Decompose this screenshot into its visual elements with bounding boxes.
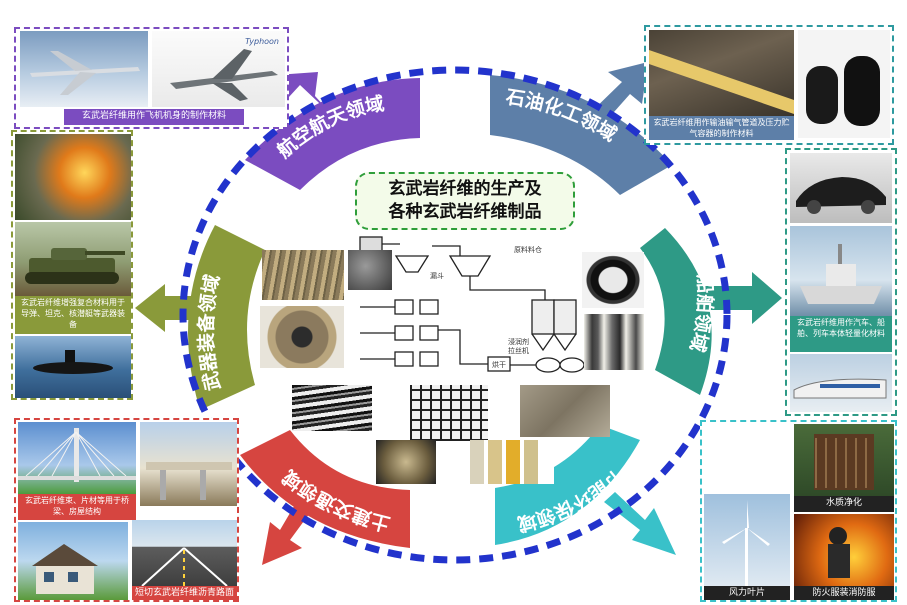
photo-pressure-vessels bbox=[798, 30, 890, 138]
panel-aerospace: Typhoon 玄武岩纤维用作飞机机身的制作材料 bbox=[14, 27, 289, 129]
photo-wind-turbine bbox=[704, 494, 790, 586]
caption-civil-1: 玄武岩纤维束、片材等用于桥梁、房屋结构 bbox=[18, 494, 136, 520]
segment-aerospace bbox=[245, 78, 420, 190]
caption-aerospace: 玄武岩纤维用作飞机机身的制作材料 bbox=[64, 109, 244, 125]
arrow-weapons bbox=[135, 284, 206, 332]
production-flow bbox=[359, 236, 585, 373]
caption-automotive: 玄武岩纤维用作汽车、船舶、列车本体轻量化材料 bbox=[790, 316, 892, 352]
flow-label-5: 烘干 bbox=[492, 360, 506, 369]
photo-firefighter bbox=[794, 514, 894, 586]
photo-rebar bbox=[292, 385, 372, 431]
dashed-ring bbox=[179, 66, 731, 564]
road-icon bbox=[141, 547, 228, 586]
photo-fiber-ring bbox=[582, 252, 644, 308]
train-icon bbox=[793, 378, 887, 399]
photo-basalt-ore bbox=[348, 250, 392, 290]
photo-sports-car bbox=[790, 153, 892, 223]
panel-weapons: 玄武岩纤维增强复合材料用于导弹、坦克、核潜艇等武器装备 bbox=[11, 130, 133, 400]
center-title-line2: 各种玄武岩纤维制品 bbox=[388, 202, 542, 222]
segment-automotive bbox=[640, 228, 712, 395]
photo-felt bbox=[520, 385, 610, 437]
photo-basalt-rods bbox=[262, 250, 344, 300]
caption-wind: 风力叶片 bbox=[704, 586, 790, 600]
photo-profiles bbox=[470, 440, 554, 484]
photo-mesh bbox=[410, 385, 488, 441]
photo-cable-bridge bbox=[18, 422, 136, 494]
caption-fire: 防火服装消防服 bbox=[794, 586, 894, 600]
construction-icon bbox=[146, 462, 232, 500]
arrow-environment bbox=[604, 492, 676, 555]
pipe-icon bbox=[649, 50, 794, 114]
caption-weapons: 玄武岩纤维增强复合材料用于导弹、坦克、核潜艇等武器装备 bbox=[15, 296, 131, 334]
caption-petrochemical: 玄武岩纤维用作输油输气管道及压力贮气容器的制作材料 bbox=[649, 116, 794, 140]
car-icon bbox=[796, 177, 886, 214]
segment-weapons bbox=[188, 225, 265, 410]
arrow-civil bbox=[262, 496, 315, 565]
panel-petrochemical: 玄武岩纤维用作输油输气管道及压力贮气容器的制作材料 bbox=[644, 25, 894, 145]
photo-tank bbox=[15, 222, 131, 296]
center-title-line1: 玄武岩纤维的生产及 bbox=[388, 179, 542, 199]
photo-building bbox=[18, 522, 128, 600]
segment-environment bbox=[495, 425, 640, 545]
photo-submarine bbox=[15, 336, 131, 398]
segment-petrochemical bbox=[490, 75, 672, 195]
photo-artillery bbox=[15, 134, 131, 220]
photo-fiber-spools bbox=[584, 314, 644, 370]
panel-environment: 水质净化 风力叶片 防火服装消防服 bbox=[700, 420, 897, 602]
photo-transport-plane bbox=[20, 31, 148, 107]
photo-chopped-fiber bbox=[376, 440, 436, 484]
flow-label-2: 漏斗 bbox=[430, 271, 444, 280]
bridge-icon bbox=[18, 428, 136, 482]
submarine-icon bbox=[33, 350, 113, 374]
photo-pipeline bbox=[649, 30, 794, 116]
center-title-box: 玄武岩纤维的生产及 各种玄武岩纤维制品 bbox=[355, 172, 575, 230]
logo-typhoon: Typhoon bbox=[245, 37, 279, 46]
caption-water: 水质净化 bbox=[794, 496, 894, 512]
photo-water-purification bbox=[794, 424, 894, 496]
plane-icon bbox=[30, 51, 140, 95]
panel-civil: 玄武岩纤维束、片材等用于桥梁、房屋结构 短切玄武岩纤维沥青路面 bbox=[14, 418, 239, 602]
wind-turbine-icon bbox=[722, 500, 770, 586]
arrow-automotive bbox=[705, 272, 782, 324]
photo-bridge-construction bbox=[140, 422, 237, 506]
fighter-icon bbox=[170, 49, 278, 101]
filter-icon bbox=[814, 434, 874, 490]
flow-label-3: 浸润剂 bbox=[508, 337, 529, 346]
photo-train bbox=[790, 354, 892, 412]
flow-label-1: 原料料仓 bbox=[514, 245, 542, 254]
segment-civil bbox=[240, 430, 410, 548]
photo-asphalt-road bbox=[132, 520, 237, 586]
ship-icon bbox=[800, 244, 882, 304]
vessel-icon bbox=[806, 56, 880, 126]
house-icon bbox=[32, 544, 98, 594]
caption-civil-2: 短切玄武岩纤维沥青路面 bbox=[132, 586, 237, 600]
firefighter-icon bbox=[828, 527, 850, 578]
photo-fighter-jet: Typhoon bbox=[152, 31, 285, 107]
panel-automotive: 玄武岩纤维用作汽车、船舶、列车本体轻量化材料 bbox=[785, 148, 897, 416]
photo-fiber-roll bbox=[260, 306, 344, 368]
photo-ship bbox=[790, 226, 892, 316]
tank-icon bbox=[25, 248, 125, 284]
flow-label-4: 拉丝机 bbox=[508, 346, 529, 355]
